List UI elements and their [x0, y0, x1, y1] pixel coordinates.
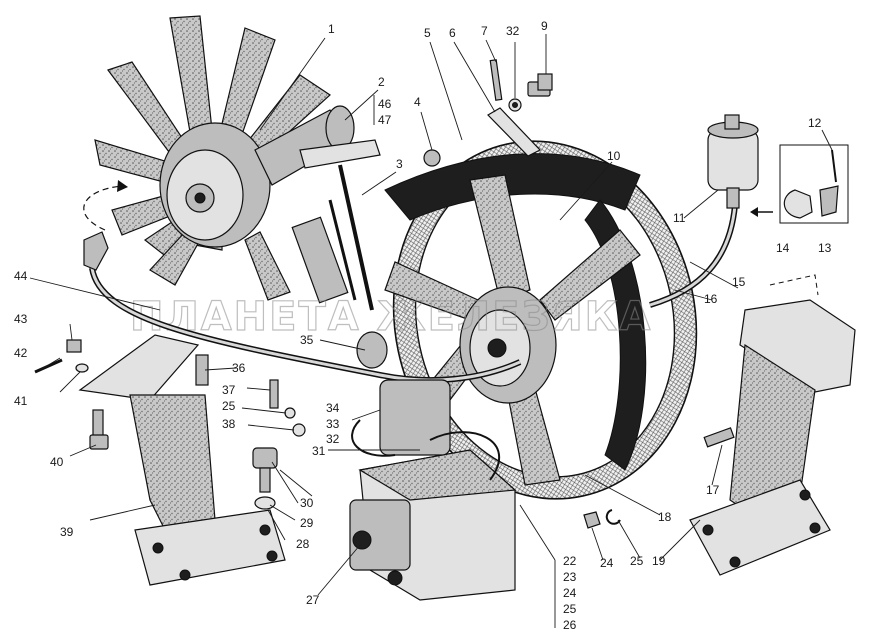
hose-clamp	[783, 189, 813, 219]
callout-16: 16	[704, 292, 718, 306]
reservoir-and-clamps	[707, 114, 849, 224]
callout-25-left: 25	[222, 399, 236, 413]
reservoir-tank	[707, 129, 759, 191]
callout-2: 2	[378, 75, 385, 89]
callout-28: 28	[296, 537, 310, 551]
callout-29: 29	[300, 516, 314, 530]
callout-41: 41	[14, 394, 28, 408]
fan-drive-gearbox	[349, 379, 517, 601]
callout-18: 18	[658, 510, 672, 524]
left-support-bracket	[78, 334, 286, 586]
callout-36: 36	[232, 361, 246, 375]
rotation-arrow	[83, 185, 123, 231]
fan-shroud-assembly	[384, 140, 698, 500]
callout-14: 14	[776, 241, 790, 255]
callout-24-stack: 24	[563, 586, 577, 600]
top-fasteners	[423, 59, 553, 167]
callout-13: 13	[818, 241, 832, 255]
left-support-base	[134, 509, 286, 586]
callout-31: 31	[312, 444, 326, 458]
clamp-detail-frame	[779, 144, 849, 224]
callout-7: 7	[481, 24, 488, 38]
callout-26: 26	[563, 618, 577, 632]
left-fan-hub-bolt	[194, 192, 206, 204]
callout-6: 6	[449, 26, 456, 40]
callout-38: 38	[222, 417, 236, 431]
callout-5: 5	[424, 26, 431, 40]
callout-30: 30	[300, 496, 314, 510]
callout-25-stack: 25	[563, 602, 577, 616]
callout-3: 3	[396, 157, 403, 171]
left-fan-assembly	[83, 15, 381, 301]
callout-15: 15	[732, 275, 746, 289]
center-fan-hub-bolt	[487, 338, 507, 358]
right-support-base	[689, 479, 831, 576]
linkage-rods	[291, 164, 388, 369]
right-support-top-flange	[739, 299, 856, 393]
callout-25-right: 25	[630, 554, 644, 568]
callout-33: 33	[326, 417, 340, 431]
callout-12: 12	[808, 116, 822, 130]
shroud-side-band	[584, 199, 647, 471]
callout-23: 23	[563, 570, 577, 584]
loose-fasteners	[34, 339, 735, 529]
callout-17: 17	[706, 483, 720, 497]
callout-11: 11	[673, 211, 686, 225]
callout-37: 37	[222, 383, 236, 397]
callout-43: 43	[14, 312, 28, 326]
left-support-top-flange	[78, 334, 200, 401]
right-support-bracket	[689, 274, 856, 576]
callout-40: 40	[50, 455, 64, 469]
callout-4: 4	[414, 95, 421, 109]
gearbox-upper-unit	[379, 379, 451, 456]
callout-35: 35	[300, 333, 314, 347]
callout-44: 44	[14, 269, 28, 283]
fan-drive-bracket	[299, 139, 381, 169]
callout-27: 27	[306, 593, 320, 607]
hoses	[83, 204, 738, 384]
callout-22: 22	[563, 554, 577, 568]
hose-elbow	[83, 231, 109, 271]
linkage-joint	[356, 331, 388, 369]
callout-24: 24	[600, 556, 614, 570]
callout-10: 10	[607, 149, 621, 163]
callout-47: 47	[378, 113, 392, 127]
callout-46: 46	[378, 97, 392, 111]
callout-1: 1	[328, 22, 335, 36]
callout-19: 19	[652, 554, 666, 568]
gearbox-valve-block	[349, 499, 411, 571]
callout-39: 39	[60, 525, 74, 539]
callout-9: 9	[541, 19, 548, 33]
callout-34: 34	[326, 401, 340, 415]
callout-42: 42	[14, 346, 28, 360]
callout-labels: 1 2 46 47 3 4 5 6 7 32 9 10 11 12 13 14 …	[14, 19, 832, 632]
arrow-left-icon	[750, 207, 758, 217]
watermark-text: ПЛАНЕТА ЖЕЛЕЗЯКА	[130, 294, 652, 340]
shroud-dark-band	[384, 153, 641, 221]
clip-bracket	[819, 185, 839, 217]
leader-lines	[29, 34, 833, 628]
rotation-arrowhead-icon	[117, 180, 128, 192]
callout-32-mid: 32	[326, 432, 340, 446]
callout-32-top: 32	[506, 24, 520, 38]
